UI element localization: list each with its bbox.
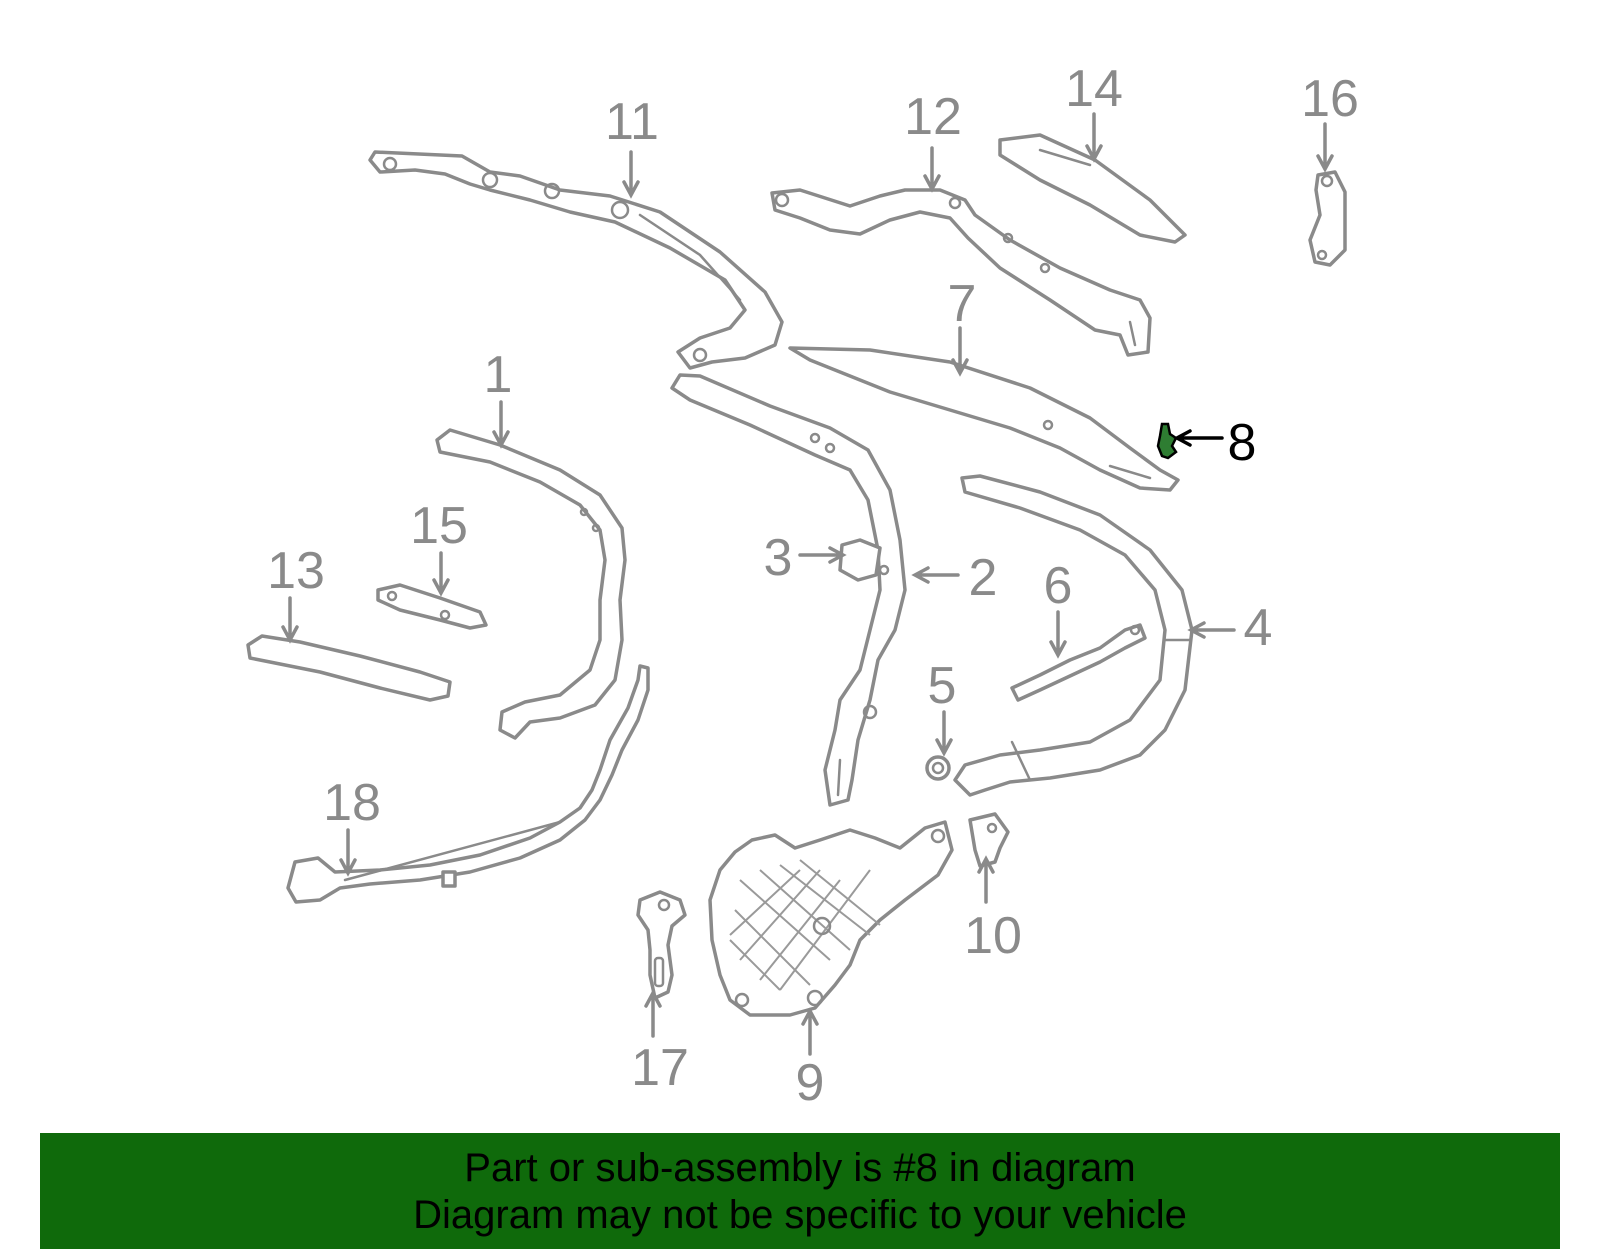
banner-line-2: Diagram may not be specific to your vehi… (413, 1193, 1187, 1237)
callout-15: 15 (410, 497, 468, 555)
part-13-trim[interactable] (246, 634, 452, 702)
callout-7: 7 (948, 275, 977, 333)
part-12-cross-member[interactable] (770, 188, 1152, 357)
part-10-bracket[interactable] (968, 812, 1010, 868)
part-7-panel[interactable] (788, 346, 1180, 492)
callout-3: 3 (764, 529, 793, 587)
info-banner: Part or sub-assembly is #8 in diagram Di… (40, 1133, 1560, 1249)
part-3-clip[interactable] (838, 538, 882, 582)
callout-10: 10 (964, 907, 1022, 965)
part-2-pillar[interactable] (670, 373, 907, 807)
part-6-strut[interactable] (1010, 623, 1147, 702)
callout-4: 4 (1244, 599, 1273, 657)
part-14-header-trim[interactable] (998, 133, 1187, 244)
callout-18: 18 (323, 774, 381, 832)
part-18-weatherstrip[interactable] (286, 664, 650, 904)
part-5-grommet[interactable] (925, 755, 951, 781)
part-8-fastener[interactable] (1156, 422, 1178, 460)
part-16-bracket[interactable] (1308, 170, 1347, 267)
callout-9: 9 (796, 1054, 825, 1112)
callout-8: 8 (1228, 414, 1257, 472)
callout-5: 5 (928, 657, 957, 715)
callout-12: 12 (904, 88, 962, 146)
callout-11: 11 (605, 93, 659, 151)
callout-13: 13 (267, 542, 325, 600)
callout-17: 17 (631, 1039, 689, 1097)
part-9-motor-assembly[interactable] (708, 820, 954, 1017)
callout-16: 16 (1301, 70, 1359, 128)
callout-14: 14 (1065, 60, 1123, 118)
callout-labels: 11 12 14 16 7 8 1 15 13 3 2 4 6 5 18 10 … (267, 60, 1359, 1112)
part-15-trim[interactable] (376, 583, 488, 630)
part-4-rear-rail[interactable] (953, 474, 1194, 797)
parts-diagram: 11 12 14 16 7 8 1 15 13 3 2 4 6 5 18 10 … (246, 60, 1359, 1112)
callout-arrows (281, 112, 1334, 1056)
callout-1: 1 (484, 346, 513, 404)
callout-6: 6 (1044, 557, 1073, 615)
part-1-side-rail[interactable] (435, 428, 627, 740)
part-11-roof-rail[interactable] (368, 150, 784, 370)
banner-line-1: Part or sub-assembly is #8 in diagram (464, 1146, 1136, 1190)
callout-2: 2 (969, 549, 998, 607)
part-17-link-arm[interactable] (636, 890, 687, 1000)
